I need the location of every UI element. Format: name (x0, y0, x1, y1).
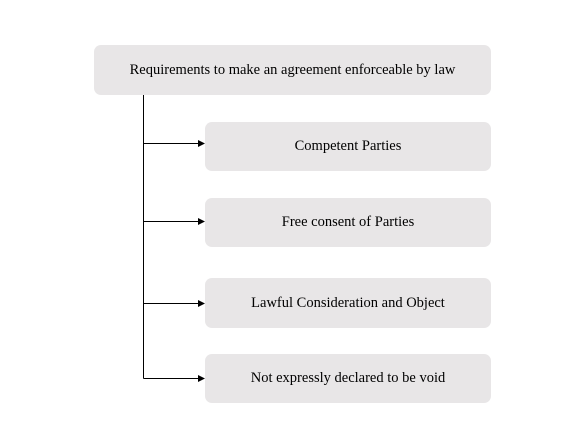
arrowhead-lawful-consideration (198, 300, 205, 307)
arrowhead-competent-parties (198, 140, 205, 147)
arrowhead-free-consent (198, 218, 205, 225)
requirement-box-lawful-consideration: Lawful Consideration and Object (205, 278, 491, 328)
requirement-label: Lawful Consideration and Object (251, 294, 445, 311)
requirement-box-not-void: Not expressly declared to be void (205, 354, 491, 403)
requirement-label: Not expressly declared to be void (250, 370, 446, 386)
requirement-box-free-consent: Free consent of Parties (205, 198, 491, 247)
requirement-label: Competent Parties (294, 138, 402, 154)
requirement-label: Free consent of Parties (281, 214, 415, 230)
requirement-box-competent-parties: Competent Parties (205, 122, 491, 171)
root-requirement-box: Requirements to make an agreement enforc… (94, 45, 491, 95)
root-requirement-label: Requirements to make an agreement enforc… (129, 61, 456, 78)
arrowhead-not-void (198, 375, 205, 382)
